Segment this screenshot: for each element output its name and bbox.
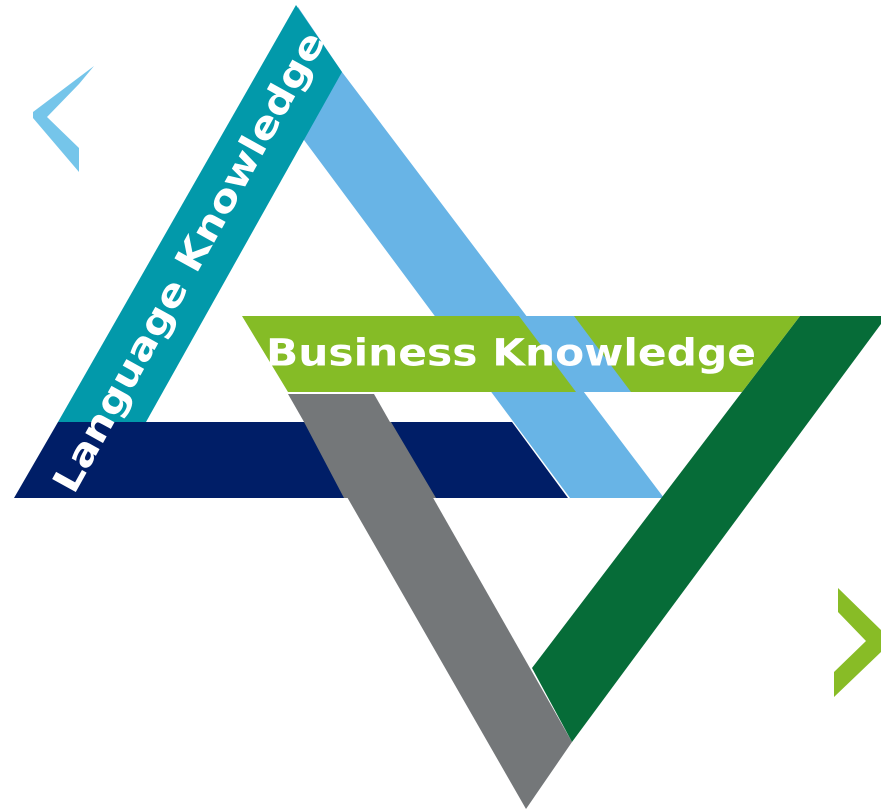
language-knowledge-band bbox=[58, 5, 342, 422]
lower-triangle-dark-green-edge bbox=[532, 316, 881, 742]
chevron-right-icon bbox=[834, 588, 881, 697]
gray-overlap-on-navy-base bbox=[304, 422, 436, 498]
business-knowledge-label: Business Knowledge bbox=[266, 332, 756, 375]
chevron-left-icon bbox=[33, 66, 94, 172]
light-blue-overlap-on-business-band bbox=[519, 316, 631, 392]
upper-triangle-navy-base bbox=[14, 422, 568, 498]
business-knowledge-band bbox=[242, 316, 800, 392]
